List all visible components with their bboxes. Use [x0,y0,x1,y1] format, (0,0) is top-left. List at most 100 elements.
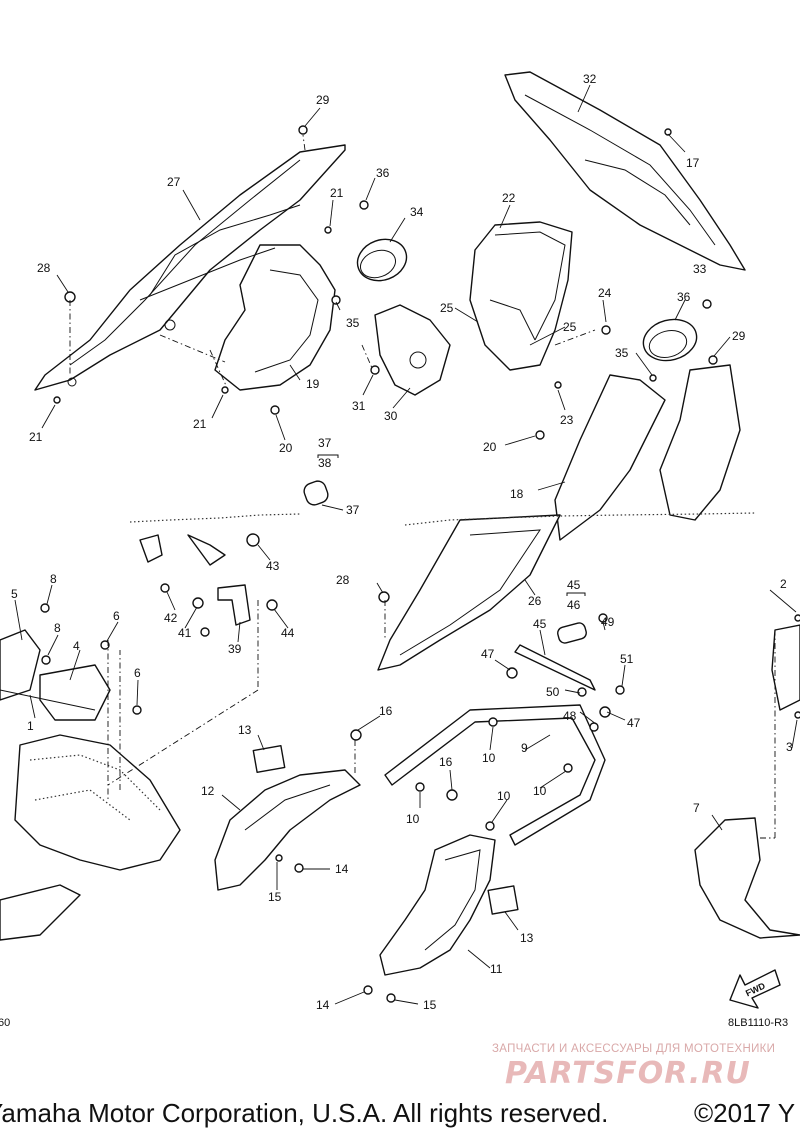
callout: 42 [164,611,178,625]
callout: 5 [11,587,18,601]
callout: 21 [29,430,43,444]
callout: 47 [627,716,641,730]
callout: 23 [560,413,574,427]
part-45-sleeve [514,622,596,691]
callout: 12 [201,784,215,798]
page-reference: 60 [0,1017,11,1029]
part-19-inner-panel [139,244,336,391]
callout: 10 [497,789,511,803]
part-22-duct [469,221,573,371]
callout: 8 [54,621,61,635]
callout: 33 [693,262,707,276]
callout: 24 [598,286,612,300]
callout: 10 [533,784,547,798]
callout: 28 [37,261,51,275]
callout: 36 [376,166,390,180]
callout: 49 [601,615,615,629]
part-27-side-cover [34,144,346,391]
part-13-labels [252,745,519,915]
callout: 31 [352,399,366,413]
callout: 46 [567,598,581,612]
callout: 34 [410,205,424,219]
callout: 9 [521,741,528,755]
callout: 26 [528,594,542,608]
callout: 44 [281,626,295,640]
callout: 4 [73,639,80,653]
watermark-tagline: ЗАПЧАСТИ И АКСЕССУАРЫ ДЛЯ МОТОТЕХНИКИ [492,1043,776,1055]
callout: 30 [384,409,398,423]
callout: 45 [533,617,547,631]
fwd-direction-arrow: FWD [729,969,781,1009]
callout: 29 [316,93,330,107]
callout: 6 [134,666,141,680]
callout: 19 [306,377,320,391]
callout: 8 [50,572,57,586]
callout: 15 [268,890,282,904]
callout: 50 [546,685,560,699]
callout: 36 [677,290,691,304]
part-32-front-cowl [504,71,746,271]
callout: 37 [318,436,332,450]
callout: 41 [178,626,192,640]
part-37-sleeve [303,480,329,506]
part-33-cap [642,318,698,362]
watermark-logo: PARTSFOR.RU [505,1056,751,1091]
callout: 6 [113,609,120,623]
frame-section [0,629,181,941]
part-39-bracket [139,534,251,626]
callout: 20 [483,440,497,454]
callout: 35 [615,346,629,360]
callout: 14 [335,862,349,876]
callout: 45 [567,578,581,592]
callout: 39 [228,642,242,656]
callout: 21 [330,186,344,200]
callout: 37 [346,503,360,517]
callout: 18 [510,487,524,501]
callout: 28 [336,573,350,587]
callout: 27 [167,175,181,189]
callout: 16 [439,755,453,769]
callout: 10 [406,812,420,826]
callout: 14 [316,998,330,1012]
footer-copyright: Yamaha Motor Corporation, U.S.A. All rig… [0,1098,609,1128]
callout: 15 [423,998,437,1012]
callout: 38 [318,456,332,470]
callout: 22 [502,191,516,205]
callout: 25 [440,301,454,315]
callout: 32 [583,72,597,86]
part-18-panel [554,364,741,541]
callout-numbers: 29 27 36 21 34 22 32 17 28 35 25 24 33 3… [11,72,793,1012]
part-26-lower-cover [377,514,561,671]
footer-year: ©2017 Y [694,1098,796,1128]
part-34-cap [356,238,408,282]
leader-lines [14,84,798,1005]
part-30-bracket [374,304,451,396]
part-9-rail [384,704,606,846]
callout: 7 [693,801,700,815]
right-edge-parts [771,624,800,711]
callout: 10 [482,751,496,765]
part-12-front-guard [214,769,361,891]
part-11-mudguard [379,834,496,976]
callout: 29 [732,329,746,343]
callout: 13 [238,723,252,737]
callout: 35 [346,316,360,330]
callout: 25 [563,320,577,334]
callout: 1 [27,719,34,733]
callout: 11 [490,962,503,976]
callout: 16 [379,704,393,718]
callout: 43 [266,559,280,573]
callout: 21 [193,417,207,431]
callout: 2 [780,577,787,591]
callout: 47 [481,647,495,661]
callout: 3 [786,740,793,754]
callout: 20 [279,441,293,455]
part-7-cover [694,817,800,939]
diagram-code: 8LB1110-R3 [728,1017,789,1029]
callout: 17 [686,156,700,170]
callout: 51 [620,652,634,666]
fasteners [40,125,800,1003]
callout: 13 [520,931,534,945]
callout: 48 [563,709,577,723]
